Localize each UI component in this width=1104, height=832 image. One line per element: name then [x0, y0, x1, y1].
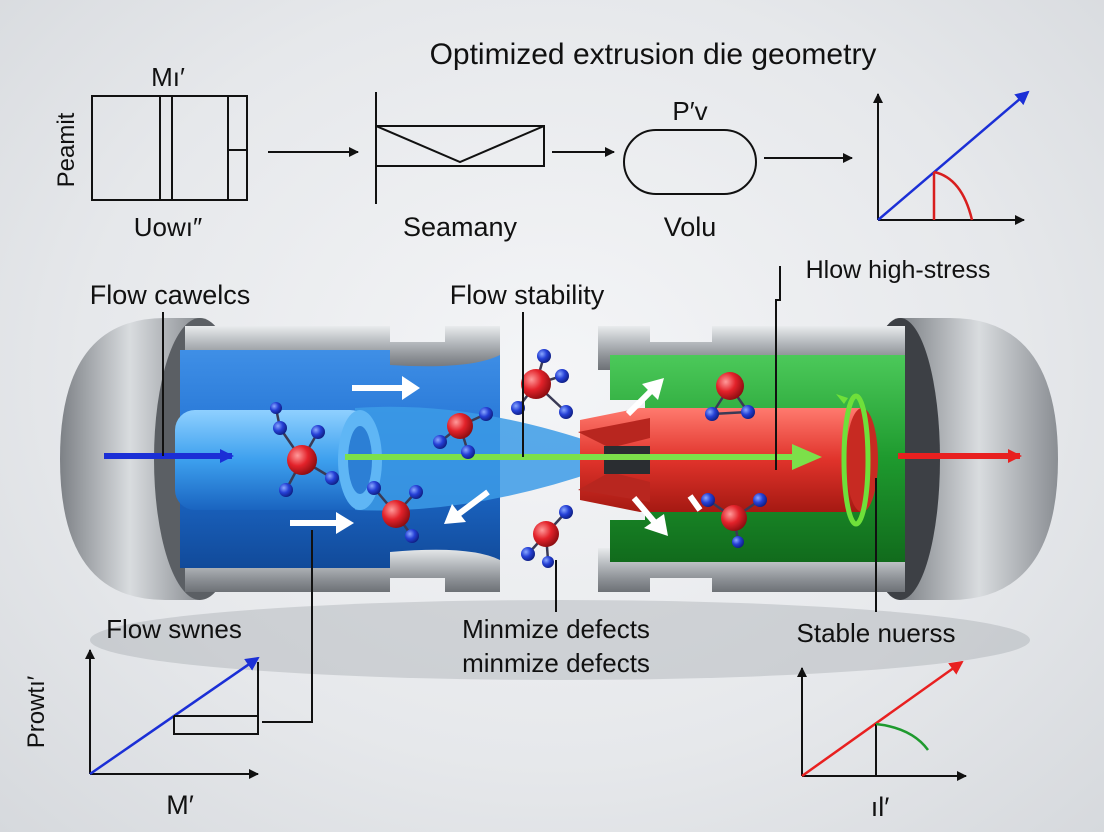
bottom-left-chart-xlabel: M′	[166, 790, 194, 820]
bottom-right-mini-chart	[797, 660, 967, 781]
callout-bottom-right: Stable nuerss	[797, 618, 956, 648]
die-land-wedge	[578, 418, 650, 448]
process-box-1	[91, 95, 248, 201]
bottom-right-chart-xlabel: ıl′	[871, 792, 890, 822]
box1-side-label: Peamit	[53, 112, 80, 187]
white-flow-arrows	[290, 376, 703, 536]
callout-bottom-left: Flow swnes	[106, 614, 242, 644]
box1-bottom-label: Uowı″	[134, 212, 202, 242]
die-shadow	[90, 600, 1030, 680]
callout-leaders	[162, 266, 877, 723]
callout-bottom-center-2: minmize defects	[462, 648, 650, 678]
box1-top-label: Mı′	[151, 62, 185, 92]
callout-flow-left: Flow cawelcs	[90, 280, 251, 310]
rotation-ring	[841, 393, 871, 527]
box2-bottom-label: Seamany	[403, 212, 518, 242]
bottom-left-chart-ylabel: Prowtı′	[23, 675, 50, 748]
process-box-2	[375, 125, 545, 167]
top-right-mini-chart	[873, 90, 1030, 225]
callout-flow-center: Flow stability	[450, 280, 605, 310]
bottom-left-mini-chart	[85, 649, 260, 779]
process-box-3	[623, 129, 757, 195]
box3-top-label: P′v	[672, 96, 707, 126]
callout-bottom-center-1: Minmize defects	[462, 614, 650, 644]
top-process-chain	[91, 92, 853, 204]
diagram-title: Optimized extrusion die geometry	[430, 38, 877, 71]
molecule-atoms	[270, 349, 767, 568]
box3-bottom-label: Volu	[664, 212, 717, 242]
callout-flow-right: Hlow high-stress	[806, 256, 991, 284]
extrusion-die-assembly	[60, 318, 1058, 600]
